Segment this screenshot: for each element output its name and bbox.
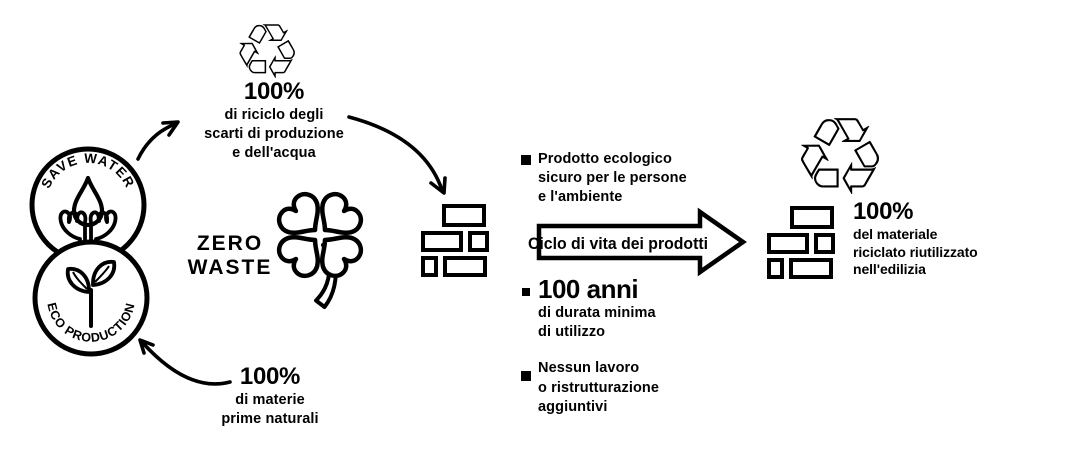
- bullet-square: [521, 155, 531, 165]
- benefit-line: aggiuntivi: [538, 399, 608, 415]
- top-stat-line: scarti di produzione: [204, 126, 344, 142]
- eco-badge: SAVE WATER ECO PRODUCTION: [29, 146, 150, 357]
- raw-materials-stat: 100% di materie prime naturali: [180, 363, 360, 429]
- benefit-line: di utilizzo: [538, 324, 606, 340]
- top-stat-line: e dell'acqua: [232, 145, 316, 161]
- benefit-line: e l'ambiente: [538, 189, 623, 205]
- bullet-square: [522, 288, 530, 296]
- zero-waste-word: ZERO: [196, 232, 264, 255]
- clover-stem: [314, 243, 338, 309]
- arrow-badge-to-recycle: [136, 120, 180, 161]
- zero-waste-word: WASTE: [187, 256, 273, 279]
- recycle-icon: ♲: [233, 7, 302, 96]
- save-water-circle: [29, 146, 147, 264]
- result-stat-line: nell'edilizia: [853, 261, 926, 277]
- bricks-icon: [767, 206, 835, 279]
- benefit-line: Prodotto ecologico: [538, 151, 672, 167]
- benefit-item: 100 anni di durata minima di utilizzo: [538, 274, 763, 342]
- recycled-material-stat: 100% del materiale riciclato riutilizzat…: [853, 198, 1063, 279]
- recycle-icon: ♲: [792, 96, 888, 220]
- benefit-line: sicuro per le persone: [538, 170, 687, 186]
- four-leaf-clover-icon: [274, 189, 366, 309]
- eco-production-circle: [32, 239, 150, 357]
- result-stat-line: del materiale: [853, 226, 938, 242]
- benefit-item: Nessun lavoro o ristrutturazione aggiunt…: [538, 359, 763, 418]
- benefit-item: Prodotto ecologico sicuro per le persone…: [538, 150, 763, 207]
- top-stat-value: 100%: [243, 78, 305, 105]
- bullet-square: [521, 371, 531, 381]
- bottom-stat-line: prime naturali: [221, 411, 319, 427]
- benefits-list: Prodotto ecologico sicuro per le persone…: [538, 150, 763, 418]
- benefit-line: o ristrutturazione: [538, 379, 660, 396]
- bricks-icon: [421, 204, 489, 277]
- bottom-stat-value: 100%: [239, 363, 301, 390]
- zero-waste-label: ZERO WASTE: [178, 232, 282, 280]
- benefit-value: 100 anni: [538, 274, 639, 304]
- top-stat-line: di riciclo degli: [224, 107, 324, 123]
- hands-holding-water-drop-icon: [58, 209, 118, 256]
- result-stat-value: 100%: [853, 198, 914, 225]
- benefit-line: di durata minima: [538, 305, 656, 321]
- badge-top-label: SAVE WATER: [38, 151, 138, 191]
- water-drop-icon: [71, 175, 105, 228]
- badge-bottom-label: ECO PRODUCTION: [44, 301, 137, 345]
- top-recycling-stat: 100% di riciclo degli scarti di produzio…: [177, 78, 371, 163]
- benefit-line: Nessun lavoro: [538, 360, 640, 376]
- result-stat-line: riciclato riutilizzato: [853, 243, 978, 260]
- plant-sprout-icon: [65, 260, 117, 328]
- bottom-stat-line: di materie: [235, 392, 305, 408]
